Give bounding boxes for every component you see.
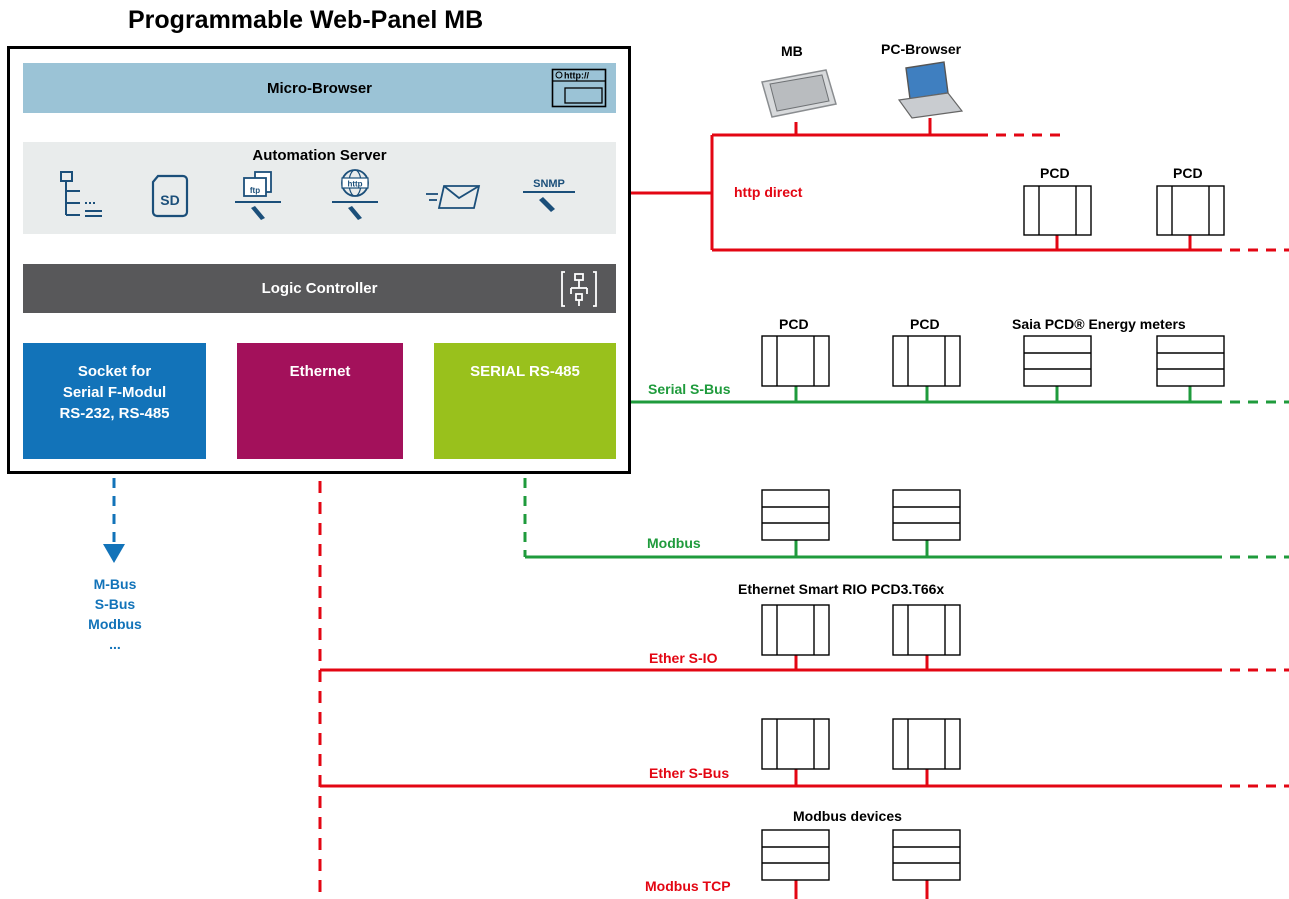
http-text: http — [347, 180, 362, 189]
serial-rs485-box: SERIAL RS-485 — [434, 343, 616, 459]
pcd-device — [1023, 185, 1092, 236]
pcd-label: PCD — [1173, 165, 1203, 181]
http-server-icon: http — [332, 169, 378, 220]
sd-card-text: SD — [160, 192, 179, 208]
flowchart-icon — [561, 271, 597, 307]
browser-badge-text: http:// — [564, 71, 589, 81]
micro-browser-layer: Micro-Browser — [23, 63, 616, 113]
automation-server-label: Automation Server — [252, 147, 387, 164]
pcd-device — [761, 335, 830, 387]
page-title: Programmable Web-Panel MB — [128, 6, 484, 34]
serial-socket-box: Socket for Serial F-Modul RS-232, RS-485 — [23, 343, 206, 459]
modbus-device — [892, 489, 961, 541]
smart-rio-label: Ethernet Smart RIO PCD3.T66x — [738, 581, 945, 597]
pcd-device — [1156, 185, 1225, 236]
snmp-icon: SNMP — [523, 178, 575, 212]
smart-rio-device — [892, 604, 961, 656]
mb-panel-icon — [761, 69, 837, 118]
mb-device-label: MB — [781, 43, 803, 59]
modbus-device — [761, 489, 830, 541]
serial-sbus-label: Serial S-Bus — [648, 381, 731, 397]
socket-line-2: Serial F-Modul — [62, 384, 167, 401]
pc-browser-label: PC-Browser — [881, 41, 962, 57]
ether-sbus-label: Ether S-Bus — [649, 765, 730, 781]
ethernet-box: Ethernet — [237, 343, 403, 459]
ether-sio-label: Ether S-IO — [649, 650, 718, 666]
modbus-network — [523, 460, 1289, 559]
file-tree-icon — [60, 171, 102, 217]
pcd-label: PCD — [779, 316, 809, 332]
modbus-tcp-label: Modbus TCP — [645, 878, 731, 894]
energy-meters-label: Saia PCD® Energy meters — [1012, 316, 1186, 332]
modbus-tcp-device — [761, 829, 830, 881]
automation-server-layer: Automation Server — [23, 142, 616, 234]
logic-controller-label: Logic Controller — [261, 280, 378, 297]
socket-line-3: RS-232, RS-485 — [59, 405, 170, 422]
pcd-device — [892, 335, 961, 387]
ftp-text: ftp — [250, 186, 260, 195]
socket-line-1: Socket for — [77, 363, 152, 380]
ethernet-trunk — [318, 460, 1289, 899]
smart-rio-device — [761, 604, 830, 656]
micro-browser-label: Micro-Browser — [266, 79, 373, 97]
protocol-sbus: S-Bus — [94, 596, 136, 612]
email-icon — [426, 185, 481, 209]
logic-controller-layer: Logic Controller — [23, 264, 616, 313]
modbus-tcp-device — [892, 829, 961, 881]
modbus-devices-label: Modbus devices — [793, 808, 902, 824]
meter-devices — [761, 335, 1225, 881]
pcd-label: PCD — [1040, 165, 1070, 181]
browser-window-icon: http:// — [551, 68, 607, 108]
protocol-more: ... — [109, 636, 121, 652]
energy-meter — [1156, 335, 1225, 387]
socket-arrow — [103, 460, 125, 563]
http-direct-label: http direct — [734, 184, 803, 200]
modbus-label: Modbus — [647, 535, 701, 551]
http-direct-network — [618, 118, 1289, 252]
ethernet-label: Ethernet — [289, 363, 351, 380]
sd-card-icon: SD — [151, 174, 189, 218]
protocol-mbus: M-Bus — [93, 576, 137, 592]
energy-meter — [1023, 335, 1092, 387]
snmp-text: SNMP — [533, 178, 565, 190]
pcd-devices — [761, 185, 1225, 770]
laptop-icon — [897, 61, 964, 119]
serial-sbus-network — [616, 386, 1289, 404]
pcd-device — [761, 718, 830, 770]
pcd-label: PCD — [910, 316, 940, 332]
ftp-server-icon: ftp — [235, 171, 281, 220]
pcd-device — [892, 718, 961, 770]
socket-protocol-list: M-Bus S-Bus Modbus ... — [72, 574, 158, 654]
protocol-modbus: Modbus — [88, 616, 142, 632]
serial-rs485-label: SERIAL RS-485 — [470, 363, 580, 380]
